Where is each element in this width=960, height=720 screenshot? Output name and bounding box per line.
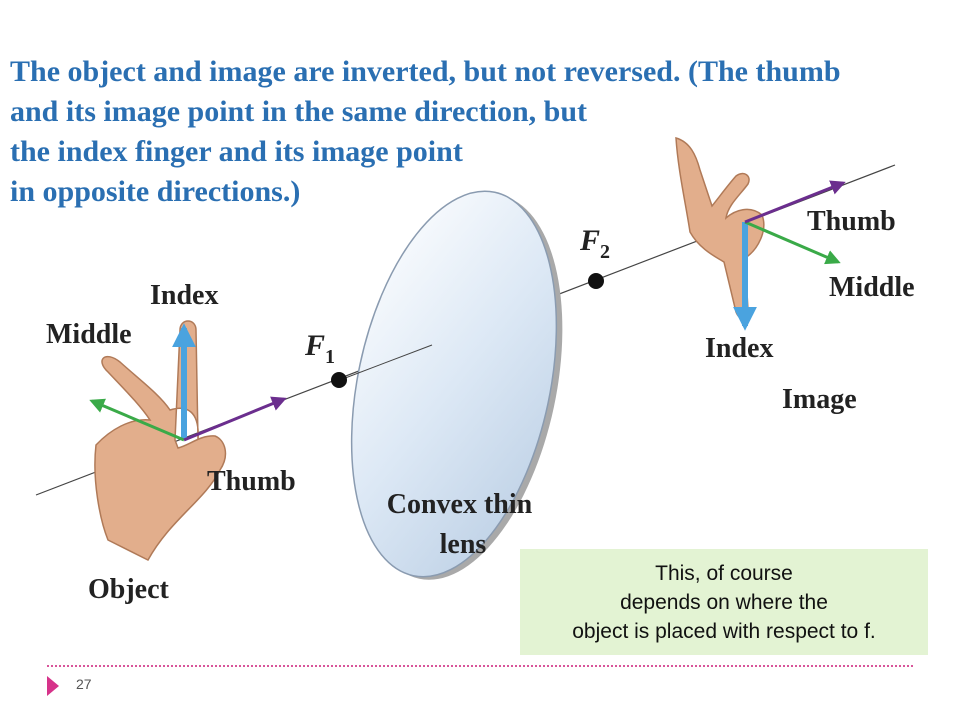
f1-label: F1 [304,329,335,368]
image-index-label: Index [705,333,773,364]
image-hand [675,136,765,320]
lens-label-line: Convex thin [387,489,533,520]
convex-lens [350,190,563,580]
object-hand [94,320,227,561]
f2-label: F2 [579,224,610,263]
footer-divider [47,665,913,667]
f1-letter: F [304,329,325,362]
object-middle-arrow [89,398,185,442]
note-line: object is placed with respect to f. [572,619,876,643]
object-index-label: Index [150,280,218,311]
object-middle-label: Middle [46,319,132,350]
note-box: This, of course depends on where the obj… [520,549,928,655]
optical-axis-through-lens [339,344,433,381]
lens-label-line: lens [440,529,487,560]
heading-line: and its image point in the same directio… [10,95,587,128]
object-thumb-arrow [183,396,287,442]
image-middle-arrow [744,220,841,265]
f2-subscript: 2 [600,241,610,263]
focal-point-f2 [588,273,604,289]
focal-point-f1 [331,372,347,388]
object-thumb-label: Thumb [207,466,296,497]
heading-line: The object and image are inverted, but n… [10,55,841,88]
image-caption: Image [782,384,857,415]
note-line: depends on where the [620,590,828,614]
f1-subscript: 1 [325,346,335,368]
page-number: 27 [76,676,92,692]
heading-line: in opposite directions.) [10,175,301,208]
f2-letter: F [579,224,600,257]
image-thumb-arrow [744,180,846,224]
slide-marker-icon [47,676,59,696]
image-thumb-label: Thumb [807,206,896,237]
object-caption: Object [88,574,170,605]
note-line: This, of course [655,561,793,585]
heading-text: The object and image are inverted, but n… [10,52,841,212]
heading-line: the index finger and its image point [10,135,463,168]
image-middle-label: Middle [829,272,915,303]
lens-label: Convex thin lens [387,489,539,560]
